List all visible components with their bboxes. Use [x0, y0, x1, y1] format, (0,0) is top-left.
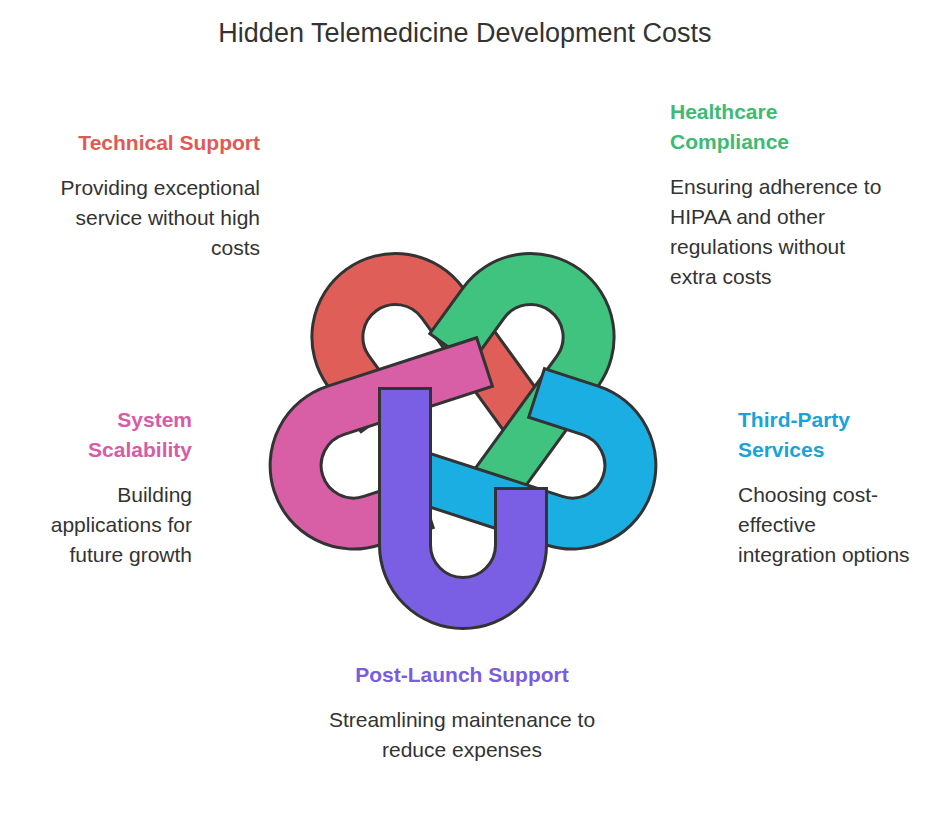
third-party-services-callout: Third-Party ServicesChoosing cost-effect… [738, 405, 918, 570]
callout-heading: Post-Launch Support [322, 660, 602, 690]
callout-body: Ensuring adherence to HIPAA and other re… [670, 172, 895, 292]
callout-heading: Technical Support [60, 128, 260, 158]
technical-support-callout: Technical SupportProviding exceptional s… [60, 128, 260, 263]
post-launch-support-callout: Post-Launch SupportStreamlining maintena… [322, 660, 602, 765]
system-scalability-callout: System ScalabilityBuilding applications … [20, 405, 192, 570]
diagram-title: Hidden Telemedicine Development Costs [0, 18, 930, 49]
callout-heading: Healthcare Compliance [670, 97, 895, 157]
callout-body: Choosing cost-effective integration opti… [738, 480, 918, 570]
callout-body: Streamlining maintenance to reduce expen… [322, 705, 602, 765]
callout-heading: System Scalability [20, 405, 192, 465]
callout-body: Building applications for future growth [20, 480, 192, 570]
callout-heading: Third-Party Services [738, 405, 918, 465]
hook-purple [405, 387, 521, 603]
healthcare-compliance-callout: Healthcare ComplianceEnsuring adherence … [670, 97, 895, 292]
callout-body: Providing exceptional service without hi… [60, 173, 260, 263]
